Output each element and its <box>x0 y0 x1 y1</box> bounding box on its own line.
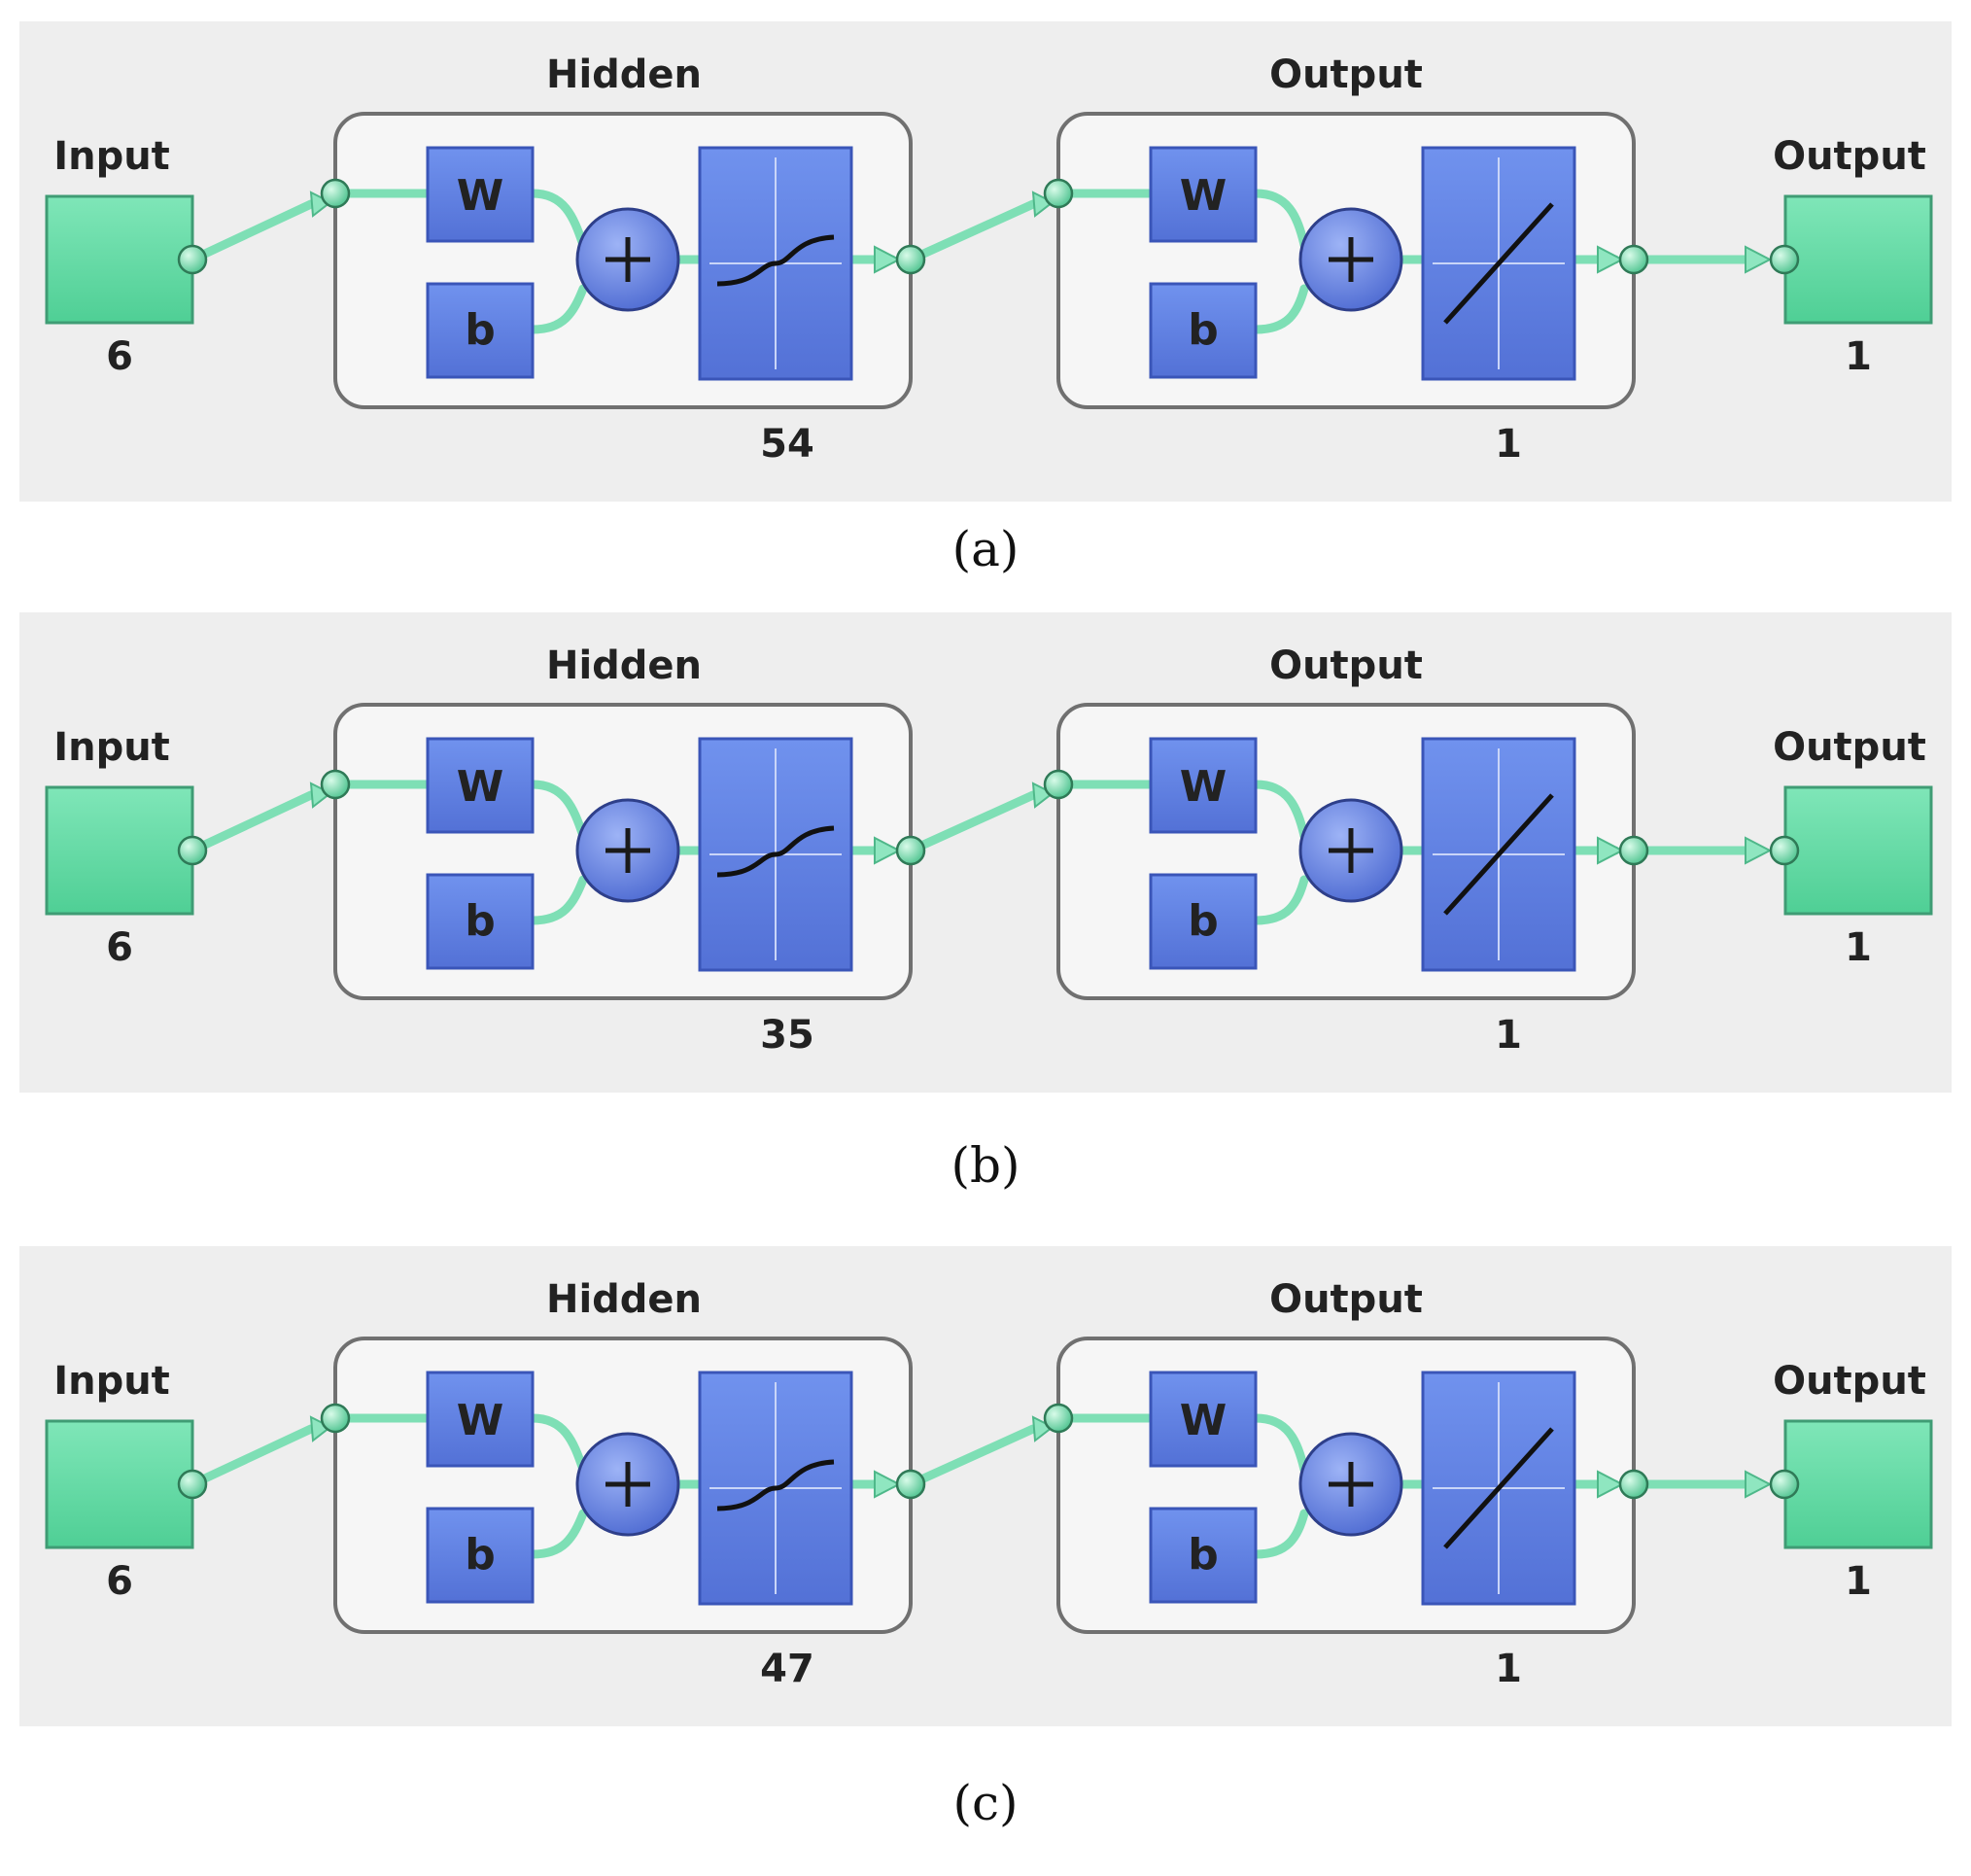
hidden-size: 54 <box>760 422 814 467</box>
input-label: Input <box>53 134 170 179</box>
network-svg: Hidden Output Input Output 6 1 <box>19 612 1952 1093</box>
hidden-size: 35 <box>760 1013 814 1058</box>
caption-c: (c) <box>952 1775 1019 1831</box>
input-block <box>45 1419 194 1549</box>
hidden-layer-title: Hidden <box>546 643 702 688</box>
output-layer-title: Output <box>1269 1277 1423 1322</box>
connector-arrowheads <box>309 191 1773 274</box>
output-layer-title: Output <box>1269 52 1423 97</box>
plus-icon <box>605 237 650 282</box>
hidden-bias-block <box>426 282 535 379</box>
network-svg: Hidden Output Input Output 6 1 <box>19 21 1952 502</box>
input-size: 6 <box>106 925 133 970</box>
output-size: 1 <box>1845 334 1872 379</box>
output-bias-label: b <box>1188 896 1219 946</box>
hidden-weight-label: W <box>457 1396 504 1445</box>
output-bias-label: b <box>1188 305 1219 355</box>
hidden-bias-block <box>426 1507 535 1604</box>
output-layer-size: 1 <box>1495 1013 1522 1058</box>
plus-icon <box>1329 828 1373 873</box>
output-bias-block <box>1149 282 1258 379</box>
connector-nodes <box>177 1403 1800 1500</box>
input-label: Input <box>53 725 170 770</box>
plus-icon <box>1329 1462 1373 1507</box>
output-label: Output <box>1773 134 1926 179</box>
hidden-weight-block <box>426 146 535 243</box>
input-block <box>45 785 194 916</box>
output-layer-size: 1 <box>1495 1647 1522 1691</box>
input-size: 6 <box>106 334 133 379</box>
connector-arrowheads <box>309 1415 1773 1499</box>
output-weight-block <box>1149 146 1258 243</box>
plus-icon <box>605 1462 650 1507</box>
input-label: Input <box>53 1359 170 1404</box>
hidden-weight-block <box>426 1371 535 1468</box>
caption-b: (b) <box>951 1137 1020 1194</box>
connector-lines <box>188 1413 1764 1559</box>
network-diagram-a: Hidden Output Input Output 6 1 <box>19 21 1952 502</box>
network-svg: Hidden Output Input Output 6 1 <box>19 1246 1952 1726</box>
plus-icon <box>1329 237 1373 282</box>
output-size: 1 <box>1845 925 1872 970</box>
output-bias-block <box>1149 873 1258 970</box>
hidden-bias-block <box>426 873 535 970</box>
network-diagram-b: Hidden Output Input Output 6 1 <box>19 612 1952 1093</box>
output-label: Output <box>1773 725 1926 770</box>
output-block <box>1783 194 1933 325</box>
plus-icon <box>605 828 650 873</box>
output-bias-block <box>1149 1507 1258 1604</box>
input-block <box>45 194 194 325</box>
connector-nodes <box>177 178 1800 275</box>
output-block <box>1783 1419 1933 1549</box>
connector-lines <box>188 780 1764 925</box>
output-weight-label: W <box>1180 762 1228 812</box>
input-size: 6 <box>106 1559 133 1604</box>
output-weight-label: W <box>1180 1396 1228 1445</box>
connector-nodes <box>177 769 1800 866</box>
output-bias-label: b <box>1188 1530 1219 1580</box>
connector-lines <box>188 189 1764 334</box>
output-layer-size: 1 <box>1495 422 1522 467</box>
output-weight-label: W <box>1180 171 1228 221</box>
hidden-weight-block <box>426 737 535 834</box>
output-size: 1 <box>1845 1559 1872 1604</box>
hidden-layer-title: Hidden <box>546 52 702 97</box>
hidden-bias-label: b <box>465 896 496 946</box>
caption-a: (a) <box>951 521 1020 577</box>
output-weight-block <box>1149 737 1258 834</box>
hidden-size: 47 <box>760 1647 814 1691</box>
connector-arrowheads <box>309 782 1773 865</box>
hidden-bias-label: b <box>465 305 496 355</box>
output-block <box>1783 785 1933 916</box>
network-diagram-c: Hidden Output Input Output 6 1 <box>19 1246 1952 1726</box>
hidden-bias-label: b <box>465 1530 496 1580</box>
output-layer-title: Output <box>1269 643 1423 688</box>
hidden-weight-label: W <box>457 171 504 221</box>
output-weight-block <box>1149 1371 1258 1468</box>
hidden-layer-title: Hidden <box>546 1277 702 1322</box>
output-label: Output <box>1773 1359 1926 1404</box>
hidden-weight-label: W <box>457 762 504 812</box>
